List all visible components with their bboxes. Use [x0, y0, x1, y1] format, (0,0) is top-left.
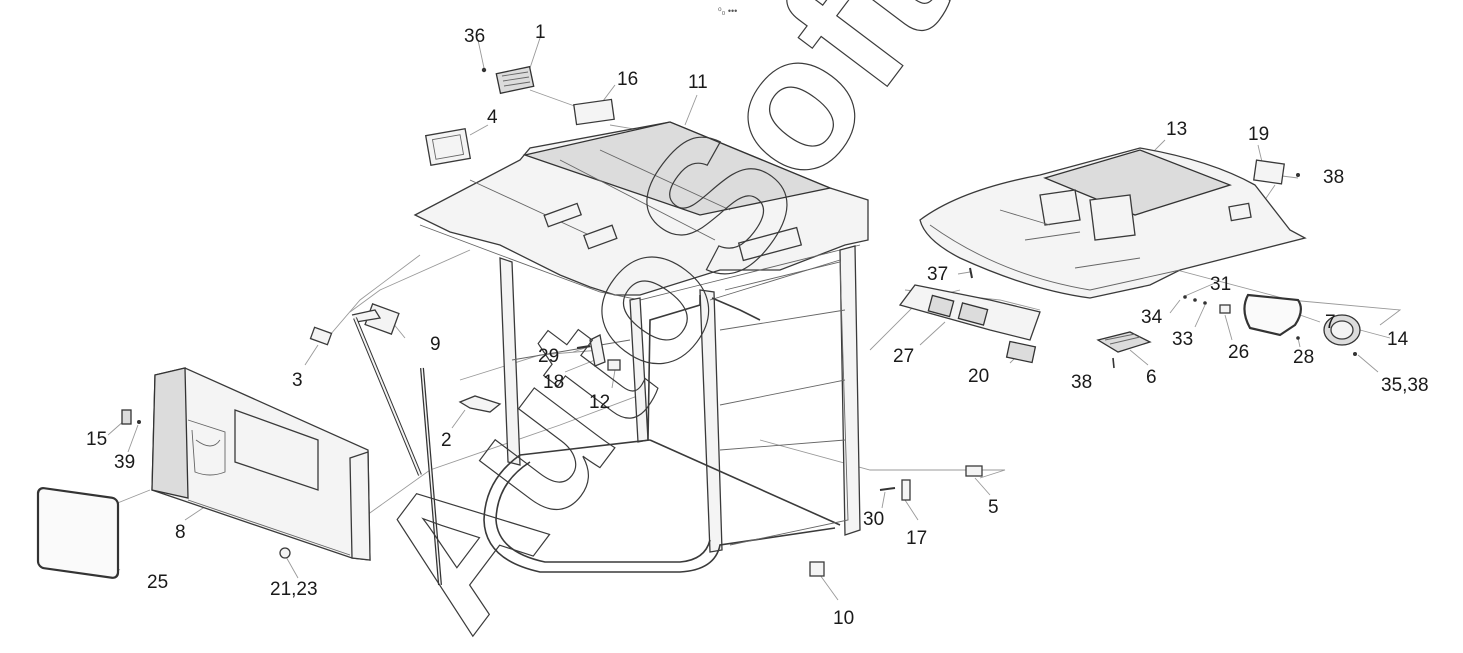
callout-1: 1 [535, 22, 546, 43]
header-hint: ⁰₀ ••• [718, 6, 737, 16]
screw-39 [137, 420, 141, 424]
autosoft-watermark: AutoSoft [333, 0, 986, 653]
light-frame-7 [1243, 293, 1302, 337]
callout-14: 14 [1387, 329, 1409, 350]
screw-36 [481, 67, 487, 73]
callout-29: 29 [538, 346, 559, 367]
vent-grille-20 [1005, 340, 1037, 364]
screw-38-top [1296, 173, 1300, 177]
callout-34: 34 [1141, 307, 1163, 328]
callout-11: 11 [688, 72, 708, 93]
callout-4: 4 [487, 107, 498, 128]
screw-38-bottom [1112, 357, 1115, 369]
callout-37: 37 [927, 264, 948, 285]
callout-39: 39 [114, 452, 135, 473]
callout-12: 12 [589, 392, 610, 413]
roof-cover-plate [573, 98, 615, 126]
callout-35-38: 35,38 [1381, 375, 1429, 396]
callout-19: 19 [1248, 124, 1269, 145]
door-panel [151, 367, 371, 561]
wiper-blade [420, 367, 442, 586]
callout-5: 5 [988, 497, 999, 518]
callout-30: 30 [863, 509, 884, 530]
bracket-3 [309, 326, 333, 346]
plug-21-23 [279, 547, 291, 559]
callout-27: 27 [893, 346, 914, 367]
bolt-30 [879, 487, 896, 491]
callout-7: 7 [1325, 312, 1336, 333]
callout-38-bottom: 38 [1071, 372, 1092, 393]
callout-2: 2 [441, 430, 452, 451]
callout-38-top: 38 [1323, 167, 1344, 188]
window-glass-25 [36, 487, 120, 579]
callout-25: 25 [147, 572, 168, 593]
watermark-text: AutoSoft [333, 0, 985, 653]
screw-35-38 [1353, 352, 1357, 356]
roof-headliner [919, 147, 1307, 299]
callout-8: 8 [175, 522, 186, 543]
screw-34 [1183, 295, 1187, 299]
callout-36: 36 [464, 26, 485, 47]
wiper-assembly [351, 303, 422, 476]
bracket-10 [809, 561, 825, 577]
cab-roof [413, 121, 869, 301]
callout-6: 6 [1146, 367, 1157, 388]
callout-labels: 36 1 16 11 4 13 19 38 37 31 34 33 7 14 2… [86, 22, 1429, 629]
screw-37 [969, 267, 973, 279]
callout-21-23: 21,23 [270, 579, 318, 600]
bracket-18 [589, 334, 606, 367]
latch-15 [121, 409, 132, 425]
screw-31 [1203, 301, 1207, 305]
screw-33 [1193, 298, 1197, 302]
callout-33: 33 [1172, 329, 1193, 350]
callout-15: 15 [86, 429, 107, 450]
callout-10: 10 [833, 608, 854, 629]
roof-vent-grille [495, 65, 535, 95]
speaker-ring-14 [1323, 314, 1361, 346]
callout-31: 31 [1210, 274, 1231, 295]
callout-9: 9 [430, 334, 441, 355]
roof-hatch-frame [424, 128, 472, 166]
clip-26 [1219, 304, 1231, 314]
callout-20: 20 [968, 366, 989, 387]
callout-28: 28 [1293, 347, 1314, 368]
screw-28 [1296, 336, 1300, 340]
callout-3: 3 [292, 370, 303, 391]
bolt-29 [576, 345, 591, 349]
vent-panel-27 [898, 284, 1041, 341]
bracket-17 [901, 479, 911, 501]
bracket-2 [458, 395, 502, 413]
callout-18: 18 [543, 372, 564, 393]
callout-17: 17 [906, 528, 927, 549]
callout-13: 13 [1166, 119, 1187, 140]
bracket-12 [607, 359, 621, 371]
cab-frame [483, 245, 861, 573]
callout-26: 26 [1228, 342, 1249, 363]
callout-16: 16 [617, 69, 638, 90]
bracket-5 [965, 465, 983, 477]
cover-19 [1253, 159, 1285, 185]
grille-6 [1096, 331, 1152, 353]
